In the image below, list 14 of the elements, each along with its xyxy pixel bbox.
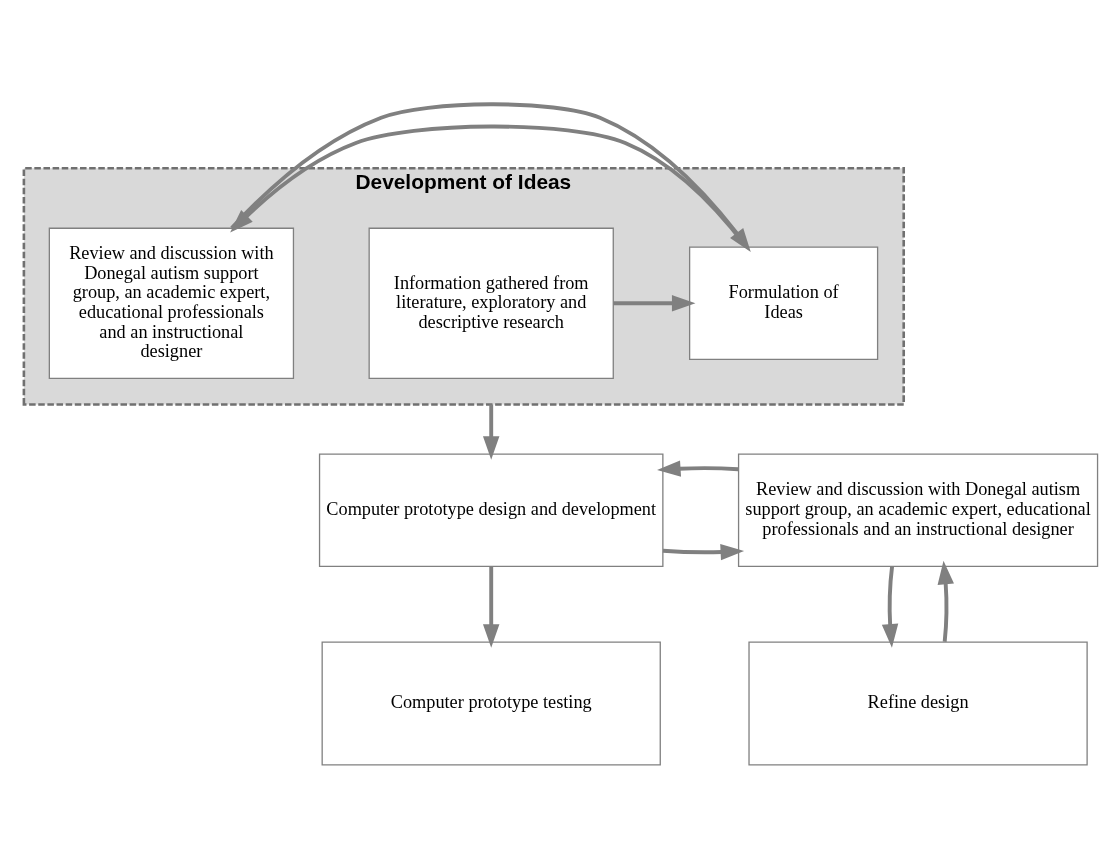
- node-box: Computer prototype design and development: [318, 452, 664, 567]
- arrow: [482, 404, 500, 460]
- arrow: [937, 560, 954, 642]
- node-box: Formulation of Ideas: [688, 246, 879, 360]
- arrow: [482, 566, 500, 648]
- node-box: Computer prototype testing: [321, 640, 661, 765]
- arrow: [613, 294, 696, 312]
- arrow: [881, 565, 899, 648]
- node-box: Review and discussion with Donegal autism support group, an academic expert, educational professionals and an instructional designer: [48, 227, 295, 379]
- node-box: Refine design: [748, 640, 1088, 765]
- node-box: Review and discussion with Donegal autism support group, an academic expert, educational professionals and an instructional designer: [737, 452, 1099, 567]
- node-box: Information gathered from literature, exploratory and descriptive research: [368, 227, 614, 379]
- arrow: [662, 543, 745, 560]
- arrow: [657, 459, 739, 477]
